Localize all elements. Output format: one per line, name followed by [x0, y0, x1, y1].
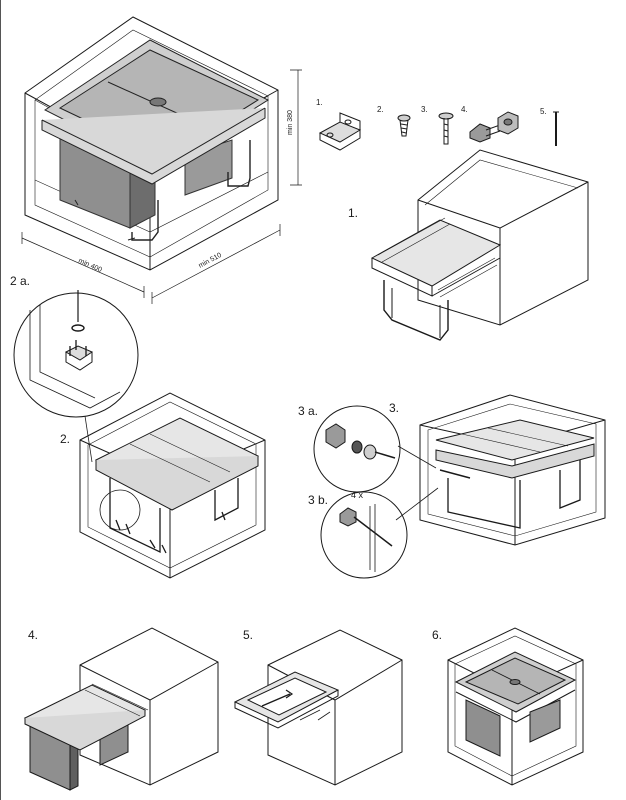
part-4-label: 4.	[461, 105, 468, 114]
step3a-detail-circle	[313, 405, 401, 493]
part-5-label: 5.	[540, 107, 547, 116]
step-1-label: 1.	[348, 206, 359, 220]
step2-detail-circle	[13, 290, 139, 418]
dimension-height: min 380	[287, 110, 294, 135]
step1-cabinet	[370, 149, 589, 341]
step-4-label: 4.	[28, 628, 39, 642]
dimension-width: min 400	[77, 257, 103, 274]
step-2a-label: 2 a.	[10, 274, 31, 288]
step-3a-label: 3 a.	[298, 404, 319, 418]
step4-cabinet	[23, 627, 219, 791]
overview-dimension-lines	[21, 69, 302, 304]
step-5-label: 5.	[243, 628, 254, 642]
bolt-icon	[438, 112, 454, 145]
adjuster-icon	[469, 111, 519, 143]
step-3-label: 3.	[389, 401, 400, 415]
step5-cabinet	[233, 629, 403, 786]
quantity-label: 4 x	[351, 490, 364, 500]
step3-leader-lines	[395, 445, 439, 521]
bracket-icon	[318, 112, 362, 151]
screw-icon	[397, 114, 411, 137]
part-2-label: 2.	[377, 105, 384, 114]
step-6-label: 6.	[432, 628, 443, 642]
step-2-label: 2.	[60, 432, 71, 446]
overview-bin	[41, 39, 270, 241]
step2-cabinet	[79, 392, 266, 579]
nail-icon	[553, 111, 559, 146]
step3-cabinet	[419, 394, 606, 546]
step6-cabinet	[447, 627, 584, 786]
part-3-label: 3.	[421, 105, 428, 114]
step2-leader-line	[84, 415, 93, 463]
part-1-label: 1.	[316, 98, 323, 107]
step3b-detail-circle	[320, 491, 408, 579]
step-3b-label: 3 b.	[308, 493, 329, 507]
left-page-edge	[0, 0, 1, 800]
